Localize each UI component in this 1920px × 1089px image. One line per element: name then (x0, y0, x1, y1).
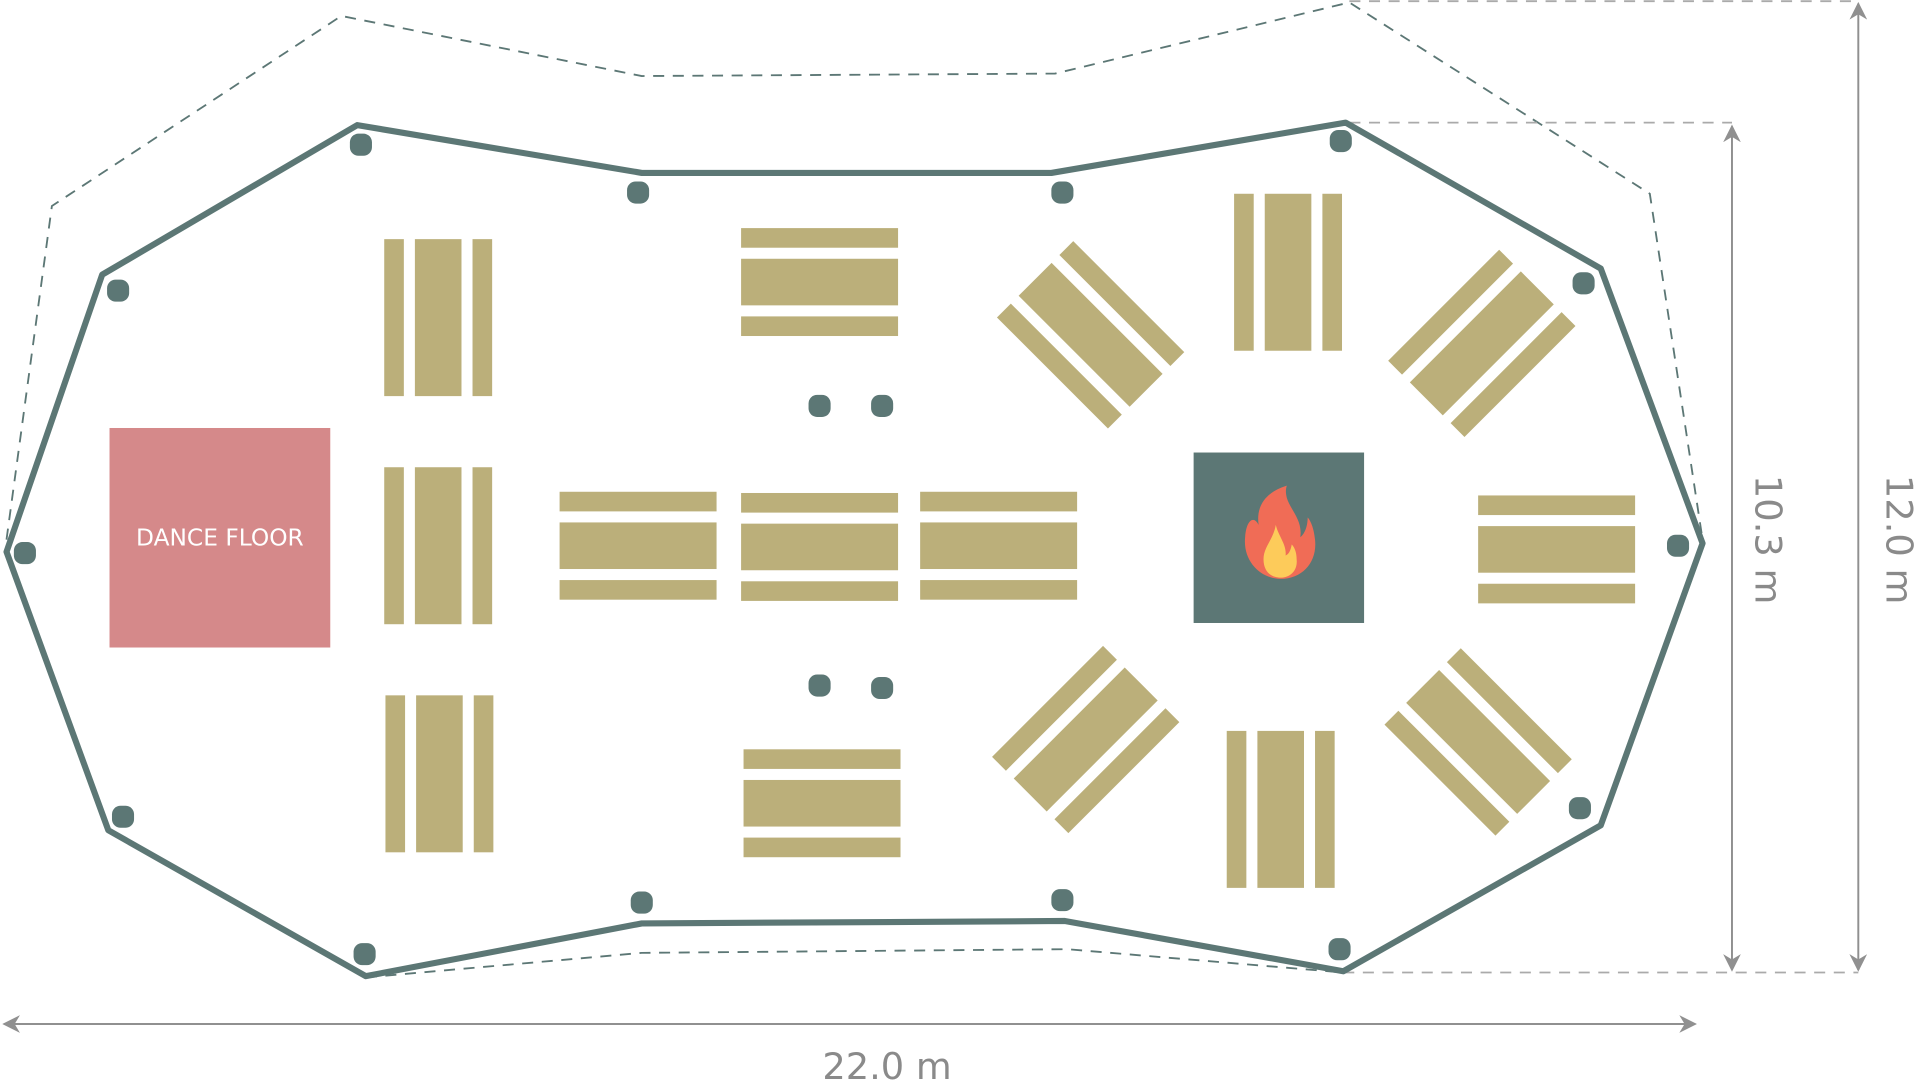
table-group (1478, 495, 1636, 604)
table-group (741, 492, 899, 601)
table-group (384, 239, 493, 397)
inner-height-dimension-label: 10.3 m (1746, 475, 1789, 604)
table-group (920, 491, 1078, 600)
width-dimension-label: 22.0 m (822, 1045, 951, 1088)
table-group (385, 695, 494, 853)
outer-tent-outline-bottom (365, 948, 1344, 979)
fire-pit (1193, 452, 1365, 623)
outer-height-dimension-label: 12.0 m (1878, 475, 1920, 604)
outer-tent-outline (5, 1, 1704, 540)
table-group (996, 241, 1185, 429)
table-group (1234, 193, 1343, 351)
tent-posts (13, 129, 1690, 966)
table-group (384, 467, 493, 625)
dance-floor: DANCE FLOOR (109, 427, 331, 648)
dance-floor-label: DANCE FLOOR (136, 525, 304, 552)
table-group (1388, 249, 1576, 438)
tent-outline (3, 119, 1706, 980)
table-groups (384, 193, 1636, 888)
table-group (1384, 648, 1572, 836)
table-group (559, 491, 717, 600)
table-group (743, 749, 901, 858)
table-group (1226, 730, 1335, 888)
fire-icon (1244, 485, 1316, 579)
table-group (741, 228, 899, 337)
table-group (992, 645, 1180, 834)
